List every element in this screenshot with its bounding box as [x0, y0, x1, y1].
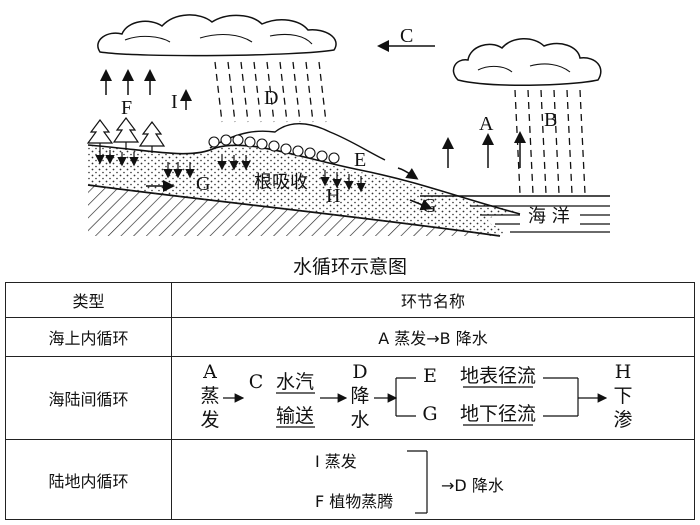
diagram-caption: 水循环示意图 — [292, 256, 407, 278]
arrows — [100, 40, 526, 211]
flow-h-letter: H — [615, 361, 632, 383]
header-type: 类型 — [5, 282, 172, 318]
label-g-right: G — [422, 195, 436, 217]
flow-d-line1: 降 — [350, 385, 369, 407]
flow-c-word1: 水汽 — [276, 371, 314, 393]
cell-content-ocean: A 蒸发→B 降水 — [171, 317, 695, 357]
label-c: C — [400, 25, 413, 47]
land-item-f: F 植物蒸腾 — [315, 492, 393, 511]
header-stage-names: 环节名称 — [171, 282, 695, 318]
label-root-absorption: 根吸收 — [254, 172, 308, 193]
table-row-land-cycle: 陆地内循环 I 蒸发 F 植物蒸腾 →D 降水 — [5, 439, 695, 520]
flow-g-letter: G — [422, 403, 437, 425]
cloud-right — [452, 38, 602, 86]
label-b: B — [544, 109, 557, 131]
label-a: A — [479, 113, 494, 135]
label-h: H — [326, 185, 340, 207]
water-cycle-diagram: C D F I A B E G H G 根吸收 海 洋 — [86, 14, 610, 237]
rain-d — [214, 61, 327, 123]
flow-h-line1: 下 — [613, 385, 632, 407]
flow-a-line1: 蒸 — [200, 385, 219, 407]
flow-c-letter: C — [249, 371, 264, 393]
cell-type-sea-land: 海陆间循环 — [5, 356, 172, 440]
land-result: →D 降水 — [441, 476, 504, 495]
land-flow: I 蒸发 F 植物蒸腾 →D 降水 — [315, 449, 504, 514]
label-d: D — [264, 87, 278, 109]
flow-h-line2: 渗 — [613, 409, 632, 431]
label-e: E — [354, 149, 366, 171]
flow-d-letter: D — [352, 361, 367, 383]
label-f: F — [121, 97, 132, 119]
broadleaf-trees — [208, 134, 340, 164]
land-item-i: I 蒸发 — [315, 452, 357, 471]
conifer-trees — [86, 117, 166, 153]
sea-land-flow: A 蒸 发 C 水汽 输送 D 降 水 E 地表径流 G 地下径流 H 下 渗 — [200, 361, 632, 431]
hill — [209, 123, 386, 161]
cell-content-land: I 蒸发 F 植物蒸腾 →D 降水 — [171, 439, 695, 520]
cell-type-ocean: 海上内循环 — [5, 317, 172, 357]
table-row-ocean-cycle: 海上内循环 A 蒸发→B 降水 — [5, 317, 695, 357]
infiltration-arrows — [95, 150, 366, 193]
soil-layer — [88, 145, 520, 236]
label-g-left: G — [196, 173, 210, 195]
label-ocean: 海 洋 — [528, 206, 570, 227]
cloud-left — [97, 14, 337, 57]
flow-g-word: 地下径流 — [460, 403, 536, 425]
label-i: I — [171, 91, 178, 113]
flow-e-word: 地表径流 — [460, 365, 536, 387]
ocean — [420, 195, 610, 233]
cell-type-land: 陆地内循环 — [5, 439, 172, 520]
flow-e-letter: E — [423, 365, 437, 387]
flow-d-line2: 水 — [350, 409, 369, 431]
cell-content-sea-land: A 蒸 发 C 水汽 输送 D 降 水 E 地表径流 G 地下径流 H 下 渗 — [171, 356, 695, 440]
flow-a-letter: A — [202, 361, 217, 383]
table-header-row: 类型 环节名称 — [5, 282, 695, 318]
flow-c-word2: 输送 — [276, 405, 314, 427]
flow-a-line2: 发 — [200, 409, 219, 431]
rain-b — [514, 89, 586, 195]
water-cycle-table: 类型 环节名称 海上内循环 A 蒸发→B 降水 海陆间循环 A 蒸 发 C 水汽… — [5, 282, 695, 520]
table-row-sea-land-cycle: 海陆间循环 A 蒸 发 C 水汽 输送 D 降 水 E 地表径流 G 地下径流 — [5, 356, 695, 440]
